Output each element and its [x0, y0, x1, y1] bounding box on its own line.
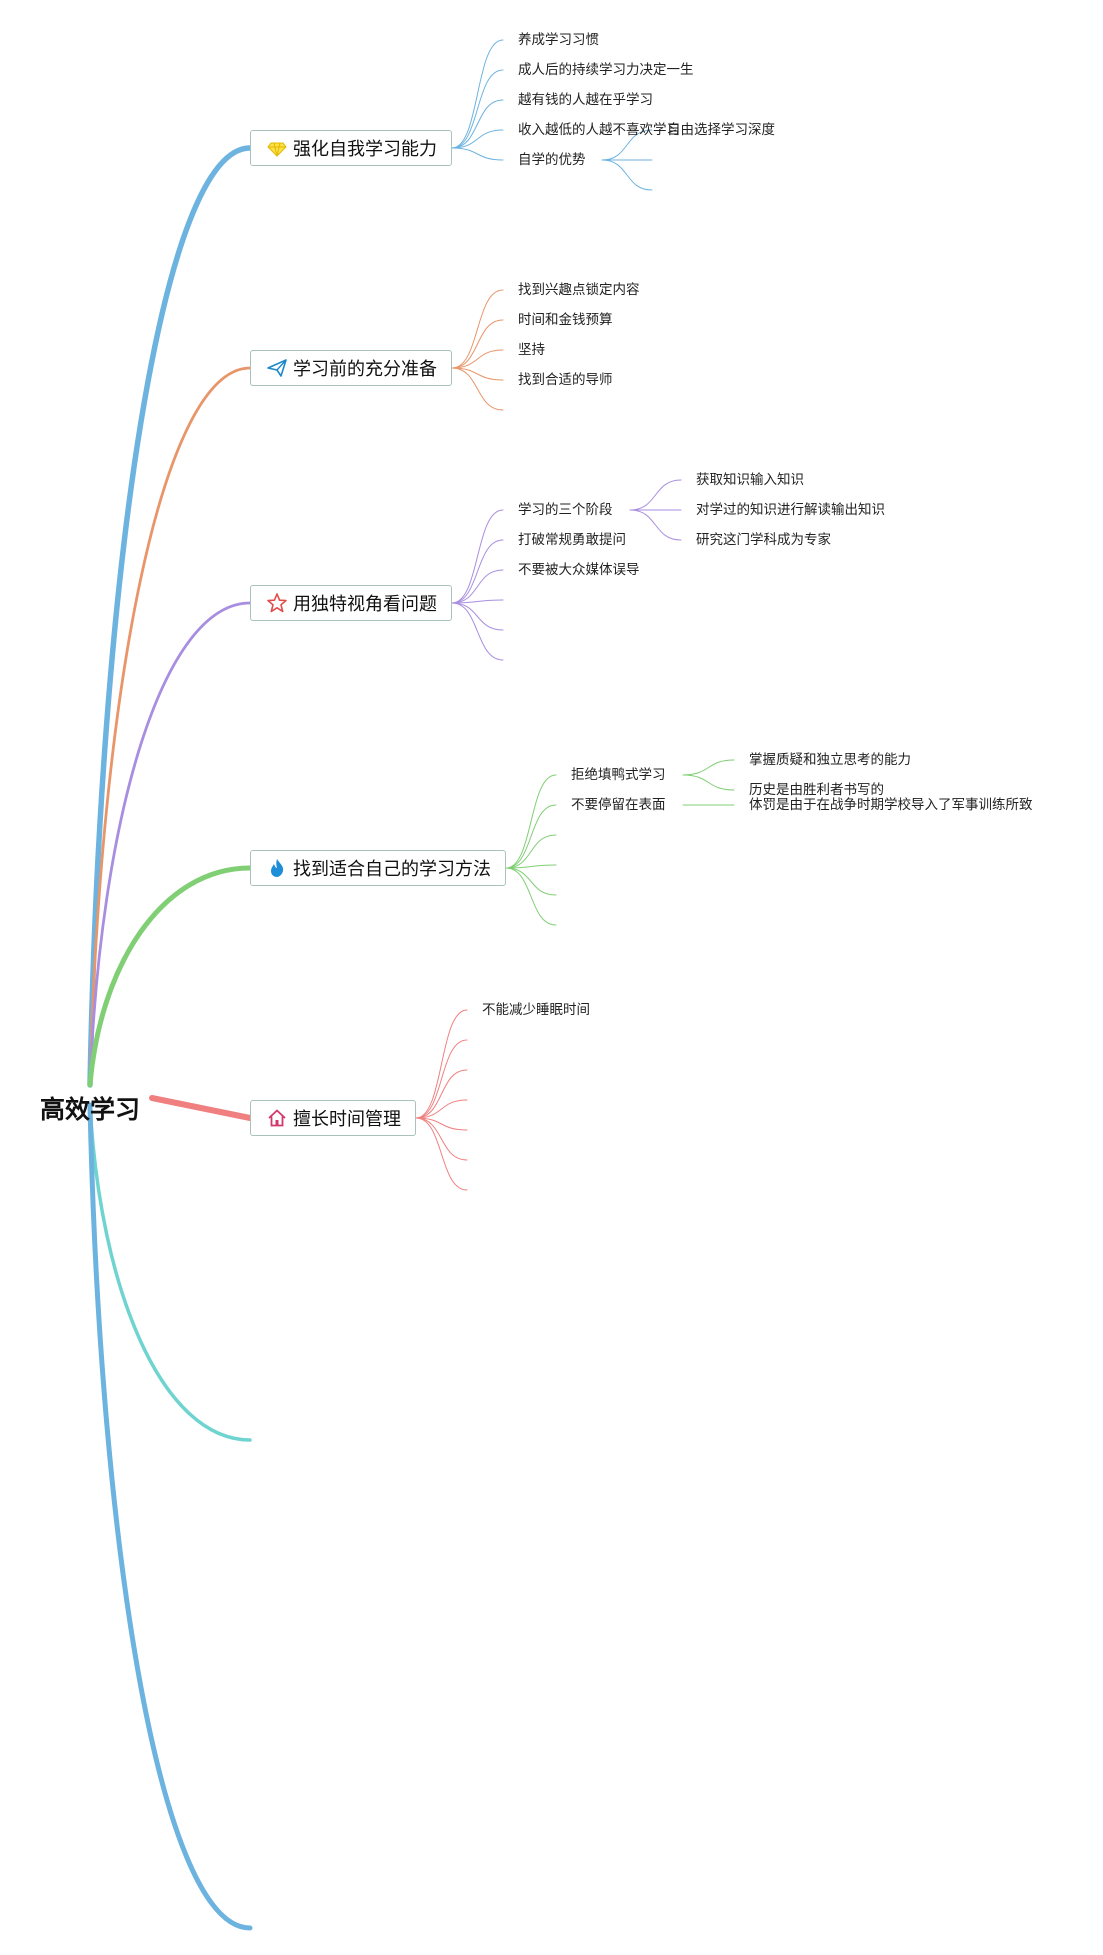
subtopic[interactable]: 学习的三个阶段	[518, 502, 613, 518]
branch-connector	[88, 1103, 252, 1442]
child-connector	[505, 804, 557, 869]
detail-item[interactable]: 对学过的知识进行解读输出知识	[696, 502, 885, 518]
flame-icon	[267, 858, 287, 878]
subtopic[interactable]: 拒绝填鸭式学习	[571, 767, 666, 783]
child-connector	[451, 319, 504, 369]
child-connector	[451, 147, 504, 161]
branch-topic-label: 找到适合自己的学习方法	[293, 859, 491, 880]
subtopic[interactable]: 坚持	[518, 342, 545, 358]
grandchild-connector	[601, 159, 653, 191]
branch-topic-label: 擅长时间管理	[293, 1109, 401, 1130]
branch-topic-1[interactable]: 强化自我学习能力	[250, 130, 452, 166]
subtopic[interactable]: 找到合适的导师	[518, 372, 613, 388]
child-connector	[505, 867, 557, 896]
subtopic[interactable]: 越有钱的人越在乎学习	[518, 92, 653, 108]
detail-item[interactable]: 研究这门学科成为专家	[696, 532, 831, 548]
child-connector	[451, 129, 504, 149]
child-connector	[451, 602, 504, 631]
child-connector	[451, 367, 504, 411]
branch-topic-4[interactable]: 找到适合自己的学习方法	[250, 850, 506, 886]
root-topic[interactable]: 高效学习	[40, 1095, 141, 1124]
child-connector	[451, 367, 504, 381]
subtopic[interactable]: 打破常规勇敢提问	[518, 532, 626, 548]
subtopic[interactable]: 不要被大众媒体误导	[518, 562, 640, 578]
branch-topic-2[interactable]: 学习前的充分准备	[250, 350, 452, 386]
branch-topic-label: 学习前的充分准备	[293, 359, 437, 380]
star-icon	[267, 593, 287, 613]
subtopic[interactable]: 养成学习习惯	[518, 32, 599, 48]
grandchild-connector	[601, 129, 653, 161]
child-connector	[505, 864, 557, 869]
child-connector	[415, 1009, 468, 1119]
detail-item[interactable]: 自由选择学习深度	[667, 122, 775, 138]
branch-topic-label: 用独特视角看问题	[293, 594, 437, 615]
child-connector	[415, 1117, 468, 1131]
child-connector	[451, 569, 504, 604]
detail-item[interactable]: 掌握质疑和独立思考的能力	[749, 752, 911, 768]
child-connector	[451, 602, 504, 661]
grandchild-connector	[682, 759, 735, 776]
child-connector	[451, 349, 504, 369]
detail-item[interactable]: 历史是由胜利者书写的	[749, 782, 884, 798]
child-connector	[451, 509, 504, 604]
child-connector	[415, 1069, 468, 1119]
branch-connector	[88, 601, 252, 1087]
subtopic[interactable]: 不要停留在表面	[571, 797, 666, 813]
child-connector	[451, 69, 504, 149]
child-connector	[415, 1099, 468, 1119]
paper-plane-icon	[267, 358, 287, 378]
home-icon	[267, 1108, 287, 1128]
child-connector	[505, 774, 557, 869]
child-connector	[415, 1117, 468, 1191]
grandchild-connector	[629, 509, 682, 541]
subtopic[interactable]: 不能减少睡眠时间	[482, 1002, 590, 1018]
grandchild-connector	[629, 479, 682, 511]
subtopic[interactable]: 收入越低的人越不喜欢学习	[518, 122, 680, 138]
branch-connector	[87, 145, 253, 1088]
child-connector	[505, 834, 557, 869]
branch-connector	[87, 865, 253, 1088]
grandchild-connector	[682, 774, 735, 791]
branch-connector	[149, 1095, 253, 1121]
subtopic[interactable]: 成人后的持续学习力决定一生	[518, 62, 694, 78]
detail-item[interactable]: 体罚是由于在战争时期学校导入了军事训练所致	[749, 797, 1033, 813]
child-connector	[505, 867, 557, 926]
child-connector	[415, 1039, 468, 1119]
child-connector	[451, 539, 504, 604]
subtopic[interactable]: 找到兴趣点锁定内容	[518, 282, 640, 298]
branch-topic-label: 强化自我学习能力	[293, 139, 437, 160]
subtopic[interactable]: 时间和金钱预算	[518, 312, 613, 328]
branch-topic-5[interactable]: 擅长时间管理	[250, 1100, 416, 1136]
subtopic[interactable]: 自学的优势	[518, 152, 586, 168]
child-connector	[451, 289, 504, 369]
child-connector	[415, 1117, 468, 1161]
child-connector	[451, 39, 504, 149]
branch-connector	[87, 1102, 253, 1931]
detail-item[interactable]: 获取知识输入知识	[696, 472, 804, 488]
gem-icon	[267, 138, 287, 158]
child-connector	[451, 599, 504, 604]
child-connector	[451, 99, 504, 149]
branch-topic-3[interactable]: 用独特视角看问题	[250, 585, 452, 621]
branch-connector	[88, 366, 252, 1087]
